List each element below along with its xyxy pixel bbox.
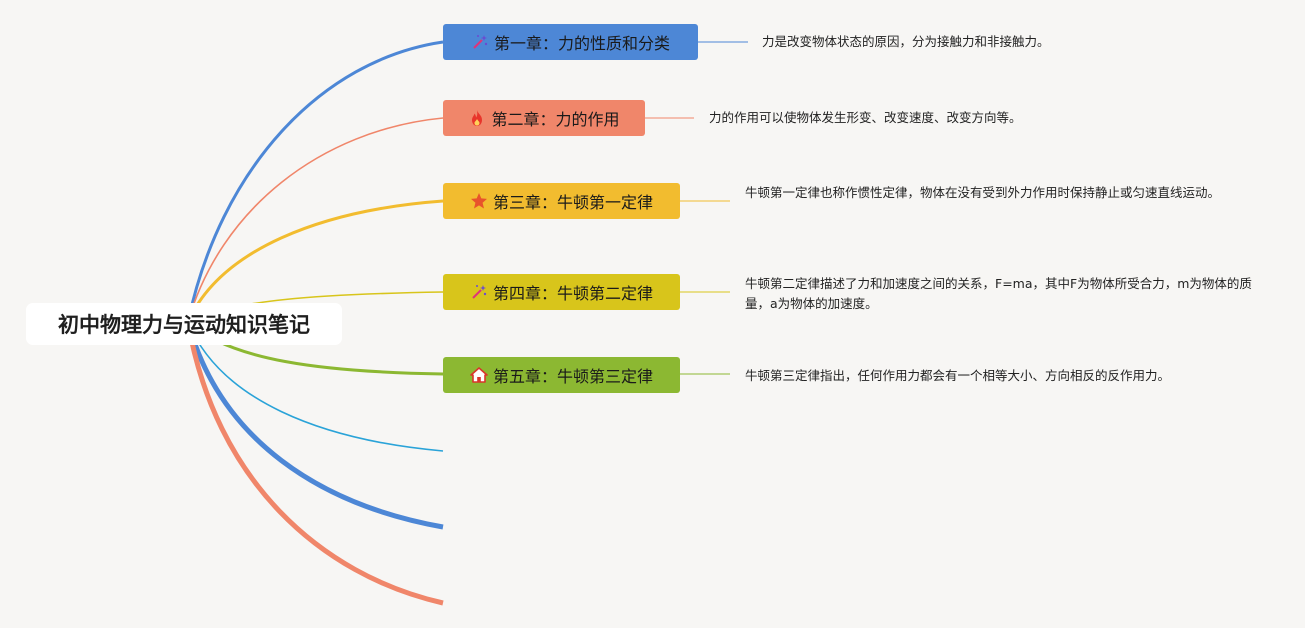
topic-label: 第二章：力的作用 — [491, 110, 620, 129]
note-chapter-1: 力是改变物体状态的原因，分为接触力和非接触力。 — [762, 34, 1050, 49]
topic-chapter-1[interactable]: 第一章：力的性质和分类 — [443, 24, 698, 60]
note-chapter-5: 牛顿第三定律指出，任何作用力都会有一个相等大小、方向相反的反作用力。 — [745, 368, 1171, 383]
sparkle-wand-icon — [470, 283, 488, 301]
home-icon — [470, 366, 488, 384]
topic-chapter-4[interactable]: 第四章：牛顿第二定律 — [443, 274, 680, 310]
sparkle-wand-icon — [471, 33, 489, 51]
branch-line-7 — [185, 321, 444, 530]
branch-line-3 — [186, 199, 444, 323]
topic-label: 第三章：牛顿第一定律 — [492, 193, 653, 212]
note-chapter-4: 牛顿第二定律描述了力和加速度之间的关系，F=ma，其中F为物体所受合力，m为物体… — [745, 276, 1252, 311]
topic-label: 第五章：牛顿第三定律 — [492, 367, 653, 386]
root-topic[interactable]: 初中物理力与运动知识笔记 — [26, 303, 342, 345]
branch-line-1 — [186, 40, 444, 323]
fire-icon — [468, 109, 486, 127]
note-chapter-2: 力的作用可以使物体发生形变、改变速度、改变方向等。 — [709, 110, 1022, 125]
topic-chapter-5[interactable]: 第五章：牛顿第三定律 — [443, 357, 680, 393]
topic-label: 第四章：牛顿第二定律 — [492, 284, 653, 303]
topic-chapter-3[interactable]: 第三章：牛顿第一定律 — [443, 183, 680, 219]
note-chapter-3: 牛顿第一定律也称作惯性定律，物体在没有受到外力作用时保持静止或匀速直线运动。 — [745, 185, 1221, 200]
branch-line-2 — [187, 117, 444, 323]
branch-line-6 — [187, 321, 444, 452]
star-icon — [470, 192, 488, 210]
root-title: 初中物理力与运动知识笔记 — [58, 313, 310, 337]
topic-label: 第一章：力的性质和分类 — [493, 34, 670, 53]
topic-chapter-2[interactable]: 第二章：力的作用 — [443, 100, 645, 136]
branch-line-8 — [185, 321, 444, 606]
